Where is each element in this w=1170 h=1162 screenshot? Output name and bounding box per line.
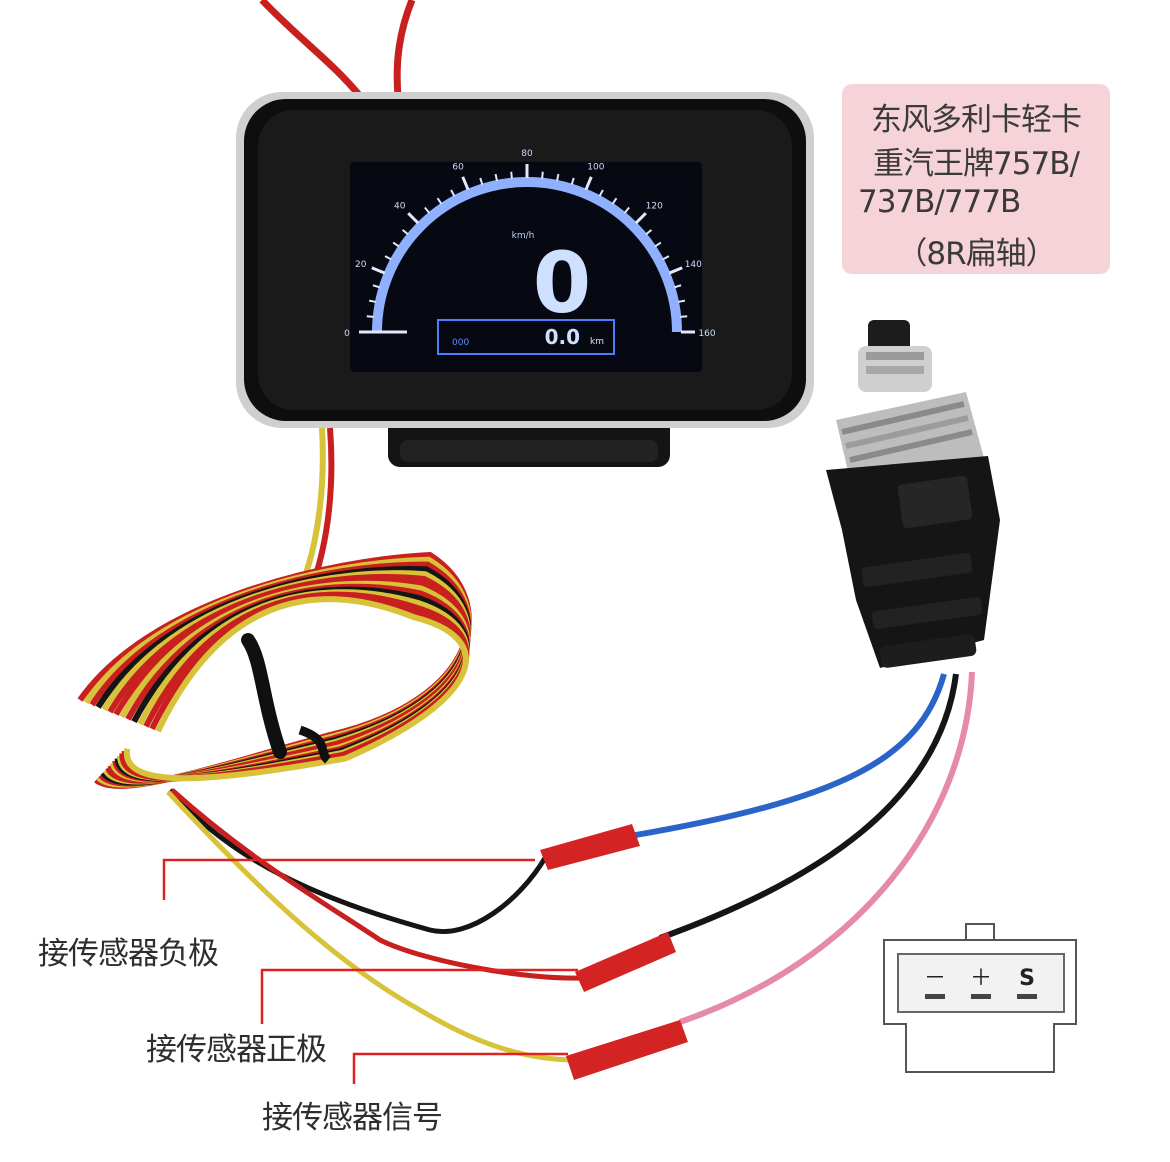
cable-tie [241,633,332,764]
speed-sensor [826,320,1000,668]
scale-tick [401,229,409,236]
odometer-unit: km [590,337,604,347]
coil-strand [124,596,469,782]
scale-tick [479,177,484,185]
scale-label: 20 [355,260,367,270]
pin-negative-label: － [924,966,946,991]
scale-tick [407,212,420,225]
scale-tick [634,212,647,225]
speedometer-gauge: 0 20 40 60 80 100 120 140 160 km/h 0 000 0.0 km [236,92,814,428]
scale-tick [598,189,604,197]
scale-tick [424,206,431,214]
scale-label: 100 [587,163,604,173]
speed-unit-text: km/h [512,231,535,241]
scale-label: 60 [452,163,464,173]
scale-tick [368,299,377,303]
speed-arc [372,177,682,333]
gauge-top-wires [259,0,416,99]
scale-tick [680,315,688,318]
scale-tick [654,241,662,248]
scale-tick [366,315,374,318]
scale-label: 160 [698,329,715,339]
scale-tick [371,266,386,275]
spade-connectors [540,824,688,1080]
odometer-left-text: 000 [452,338,469,348]
scale-tick [372,284,380,289]
scale-tick [392,241,400,248]
coiled-wire-harness [77,551,472,789]
scale-label: 40 [394,202,406,212]
sensor-wires [629,671,975,1025]
scale-tick [384,255,392,261]
scale-tick [645,229,653,236]
scale-tick [541,171,544,179]
scale-tick [436,197,443,205]
scale-label: 0 [344,329,350,339]
scale-tick [668,266,683,275]
model-line-4: （8R扁轴） [896,236,1056,272]
scale-tick [662,255,670,261]
model-line-2: 重汽王牌757B/ [873,146,1080,182]
scale-tick [510,171,513,179]
scale-label: 120 [646,202,663,212]
odometer-frame [437,319,615,355]
odometer-reading: 0.0 [545,325,580,349]
scale-tick [556,173,560,182]
scale-tick [494,173,498,182]
speed-reading: 0 [533,234,591,332]
label-pointer-lines [162,858,578,1084]
pin-positive-label: ＋ [970,966,992,991]
scale-tick [623,206,630,214]
label-sensor-negative: 接传感器负极 [38,936,219,972]
label-sensor-signal: 接传感器信号 [262,1100,443,1136]
scale-tick [461,176,470,191]
scale-label: 80 [521,149,533,159]
connector-pin-diagram: － ＋ S [883,923,1077,1073]
speed-scale: 0 20 40 60 80 100 120 140 160 [344,149,716,339]
pin-signal-label: S [1019,966,1035,991]
lcd-screen [350,162,702,372]
label-sensor-positive: 接传感器正极 [146,1032,327,1068]
scale-tick [674,284,682,289]
model-line-3: 737B/777B [858,184,1021,220]
scale-label: 140 [685,260,702,270]
scale-tick [584,176,593,191]
scale-tick [450,189,456,197]
compatible-models-box: 东风多利卡轻卡 重汽王牌757B/ 737B/777B （8R扁轴） [842,84,1110,274]
harness-tail-wires [166,788,587,1063]
scale-tick [677,299,686,303]
model-line-1: 东风多利卡轻卡 [871,102,1082,138]
scale-tick [611,197,618,205]
scale-tick [570,177,575,185]
